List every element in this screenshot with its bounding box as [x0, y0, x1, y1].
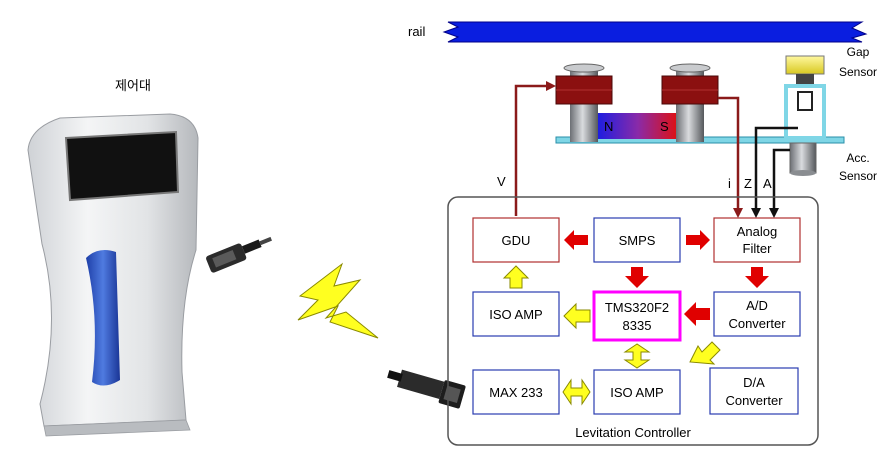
gap-sensor-label: Gap — [847, 45, 870, 59]
electromagnet — [555, 63, 613, 142]
acc-sensor-label: Acc. — [846, 151, 869, 165]
arrowhead — [769, 208, 779, 218]
signal-line-z — [754, 126, 798, 210]
arrowhead — [733, 208, 743, 218]
kiosk-caption: 제어대 — [115, 78, 151, 93]
iso-amp-label: ISO AMP — [610, 385, 663, 400]
signal-z-label: Z — [744, 176, 752, 191]
flow-arrow — [745, 267, 769, 288]
processor-label: 8335 — [623, 318, 652, 333]
acc-sensor-label: Sensor — [839, 169, 877, 183]
analog-filter-label: Analog — [737, 224, 777, 239]
flow-arrow — [563, 302, 591, 330]
da-converter-label: D/A — [743, 375, 765, 390]
signal-i-label: i — [728, 176, 731, 191]
serial-connector-icon — [387, 369, 466, 409]
arrowhead — [751, 208, 761, 218]
gdu-label: GDU — [502, 233, 531, 248]
signal-v-label: V — [497, 174, 506, 189]
da-converter-label: Converter — [725, 393, 783, 408]
flow-arrow — [502, 265, 530, 289]
iso-amp-label: ISO AMP — [489, 307, 542, 322]
ad-converter-label: Converter — [728, 316, 786, 331]
analog-filter-label: Filter — [743, 241, 773, 256]
gap-sensor — [784, 55, 826, 140]
ad-converter-label: A/D — [746, 298, 768, 313]
signal-line-v — [514, 84, 548, 216]
smps-block — [593, 217, 681, 263]
iso-amp-block — [593, 369, 681, 415]
signal-a-label: A — [763, 176, 772, 191]
gap-sensor-label: Sensor — [839, 65, 877, 79]
signal-line-a — [772, 148, 790, 210]
processor-block — [592, 290, 682, 342]
control-kiosk — [27, 113, 199, 437]
flow-arrow — [562, 378, 591, 406]
controller-title: Levitation Controller — [575, 425, 691, 440]
flow-arrow — [686, 230, 710, 250]
smps-label: SMPS — [619, 233, 656, 248]
gdu-block — [472, 217, 560, 263]
controller-enclosure — [447, 196, 819, 446]
permanent-magnet — [598, 113, 678, 139]
flow-arrow — [689, 341, 721, 365]
rail-label: rail — [408, 24, 425, 39]
max233-block — [472, 369, 560, 415]
rail — [442, 21, 868, 43]
ad-converter-block — [713, 291, 801, 337]
arrowhead — [546, 81, 556, 91]
electromagnet — [661, 63, 719, 142]
flow-arrow — [623, 343, 651, 369]
analog-filter-block — [713, 217, 801, 263]
wireless-link-bolt — [297, 262, 379, 339]
serial-connector-icon — [206, 236, 272, 273]
flow-arrow — [625, 267, 649, 288]
max233-label: MAX 233 — [489, 385, 542, 400]
flow-arrow — [684, 302, 710, 326]
signal-line-i — [718, 96, 740, 210]
iso-amp-block — [472, 291, 560, 337]
magnet-s-label: S — [660, 119, 669, 134]
da-converter-block — [709, 367, 799, 415]
acc-sensor — [789, 142, 817, 176]
flow-arrow — [564, 230, 588, 250]
magnet-n-label: N — [604, 119, 613, 134]
processor-label: TMS320F2 — [605, 300, 669, 315]
